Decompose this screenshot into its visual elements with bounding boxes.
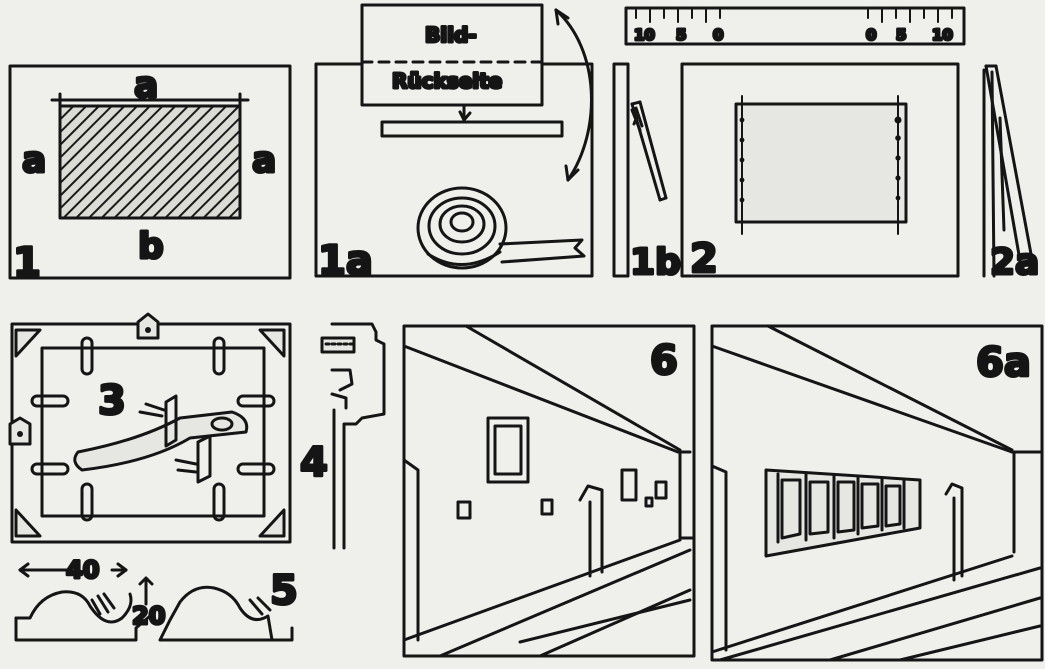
dimension-top-a: a xyxy=(134,65,158,106)
figure-label-2: 2 xyxy=(690,236,718,282)
tape-roll-icon xyxy=(416,186,586,270)
panel-5-moulding-profile xyxy=(14,562,294,642)
ruler-tick-left-0: 10 xyxy=(634,26,655,44)
panel-3-stretching-frame xyxy=(8,312,292,544)
dimension-40: 40 xyxy=(66,556,99,584)
ruler-tick-right-2: 10 xyxy=(932,26,953,44)
stapler-icon xyxy=(73,394,249,484)
panel-4-profile-section xyxy=(320,322,386,550)
dimension-right-a: a xyxy=(252,140,276,181)
figure-label-5: 5 xyxy=(270,568,298,614)
panel-2a-side-view xyxy=(982,64,1036,278)
panel-1b-side-view xyxy=(612,62,668,278)
card-text-line-1: Bild- xyxy=(425,23,477,47)
ruler-tick-right-0: 0 xyxy=(866,26,876,44)
ruler xyxy=(624,6,966,46)
ruler-tick-left-1: 5 xyxy=(676,26,686,44)
figure-label-1: 1 xyxy=(13,240,41,286)
figure-label-3: 3 xyxy=(98,378,126,424)
figure-label-6: 6 xyxy=(650,338,678,384)
figure-label-1a: 1a xyxy=(318,238,373,284)
dimension-bottom-b: b xyxy=(138,226,164,267)
ruler-tick-left-2: 0 xyxy=(713,26,723,44)
dimension-left-a: a xyxy=(22,140,46,181)
panel-6a-corridor-picture-row xyxy=(710,324,1044,662)
dimension-20: 20 xyxy=(132,602,165,630)
panel-1-passepartout xyxy=(8,64,292,280)
figure-label-4: 4 xyxy=(300,440,328,486)
figure-label-2a: 2a xyxy=(990,242,1039,283)
panel-6-corridor-single-pictures xyxy=(402,324,696,658)
panel-1a-tape-mounting xyxy=(314,3,594,278)
card-text-line-2: Rückseite xyxy=(392,69,502,93)
figure-label-6a: 6a xyxy=(976,340,1031,386)
figure-label-1b: 1b xyxy=(630,242,681,283)
panel-2-pins xyxy=(680,62,960,278)
ruler-tick-right-1: 5 xyxy=(896,26,906,44)
